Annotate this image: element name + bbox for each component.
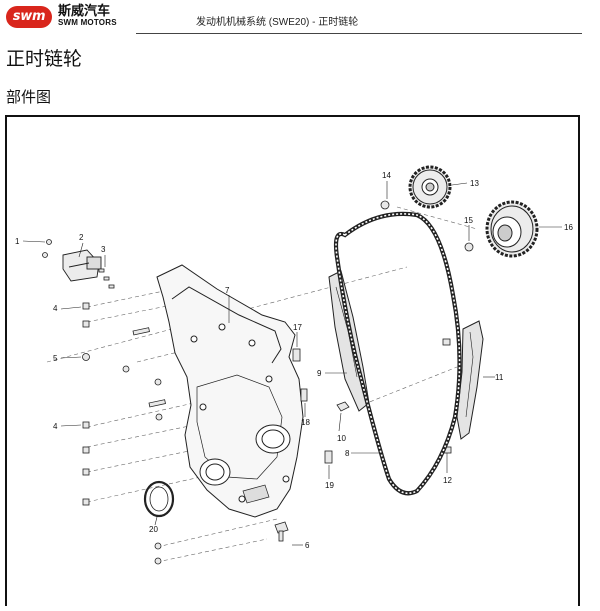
callout-12: 12 (443, 476, 452, 485)
callout-5: 5 (53, 354, 58, 363)
callout-9: 9 (317, 369, 322, 378)
logo-badge: swm (6, 6, 52, 28)
page-title: 正时链轮 (6, 49, 83, 70)
callout-17: 17 (293, 323, 302, 332)
oil-seal (143, 480, 175, 518)
callout-10: 10 (337, 434, 346, 443)
callout-4: 4 (53, 304, 58, 313)
logo-brand-en: SWM MOTORS (58, 18, 117, 27)
callout-6: 6 (305, 541, 310, 550)
callout-13: 13 (470, 179, 479, 188)
callout-19: 19 (325, 481, 334, 490)
chain-tensioner (62, 249, 102, 282)
callout-4-2: 4 (53, 422, 58, 431)
section-title: 部件图 (6, 89, 52, 106)
callout-leaders (22, 181, 562, 546)
page-header: swm 斯威汽车 SWM MOTORS 发动机机械系统 (SWE20) - 正时… (0, 0, 600, 36)
callout-20: 20 (149, 525, 158, 534)
header-breadcrumb: 发动机机械系统 (SWE20) - 正时链轮 (196, 17, 359, 28)
callout-2: 2 (79, 233, 84, 242)
fasteners (42, 200, 474, 565)
timing-chain-cover (156, 264, 304, 518)
brand-logo: swm 斯威汽车 SWM MOTORS (6, 4, 148, 30)
callout-18: 18 (301, 418, 310, 427)
callout-1: 1 (15, 237, 20, 246)
callout-3: 3 (101, 245, 106, 254)
callout-8: 8 (345, 449, 350, 458)
logo-brand-cn: 斯威汽车 (58, 3, 111, 18)
callout-11: 11 (495, 373, 504, 382)
callout-15: 15 (464, 216, 473, 225)
callout-16: 16 (564, 223, 573, 232)
header-divider (136, 33, 582, 34)
timing-chain (333, 211, 462, 496)
callout-14: 14 (382, 171, 391, 180)
callout-7: 7 (225, 286, 230, 295)
crankshaft-sprocket (408, 165, 452, 209)
camshaft-sprocket (485, 200, 539, 258)
